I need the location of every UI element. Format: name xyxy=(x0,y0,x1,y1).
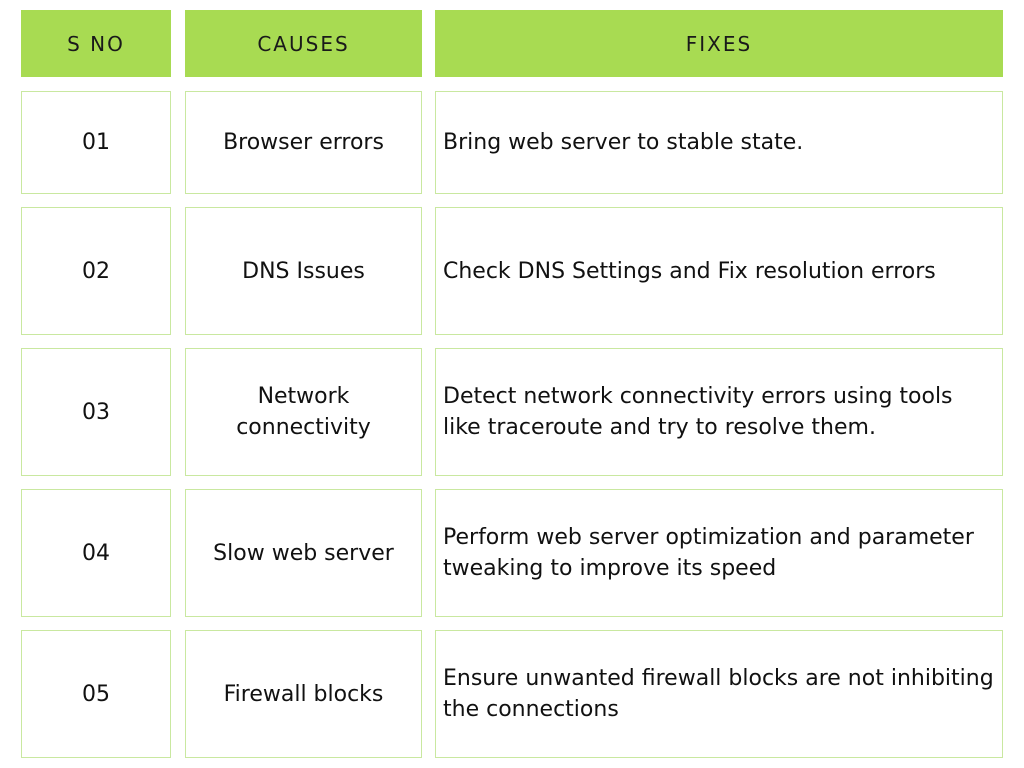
table-cell-cause: DNS Issues xyxy=(185,207,422,335)
table-cell-sno: 04 xyxy=(21,489,171,617)
table-cell-fix: Perform web server optimization and para… xyxy=(435,489,1003,617)
table-cell-fix: Detect network connectivity errors using… xyxy=(435,348,1003,476)
table-cell-fix: Bring web server to stable state. xyxy=(435,91,1003,194)
header-causes: CAUSES xyxy=(185,10,422,77)
table-cell-cause: Slow web server xyxy=(185,489,422,617)
table-cell-cause: Network connectivity xyxy=(185,348,422,476)
table-cell-sno: 05 xyxy=(21,630,171,758)
table-cell-cause: Firewall blocks xyxy=(185,630,422,758)
table-cell-sno: 03 xyxy=(21,348,171,476)
table-cell-sno: 01 xyxy=(21,91,171,194)
header-fixes: FIXES xyxy=(435,10,1003,77)
table-cell-cause: Browser errors xyxy=(185,91,422,194)
table-cell-fix: Ensure unwanted firewall blocks are not … xyxy=(435,630,1003,758)
header-sno: S NO xyxy=(21,10,171,77)
table-cell-sno: 02 xyxy=(21,207,171,335)
table-cell-fix: Check DNS Settings and Fix resolution er… xyxy=(435,207,1003,335)
